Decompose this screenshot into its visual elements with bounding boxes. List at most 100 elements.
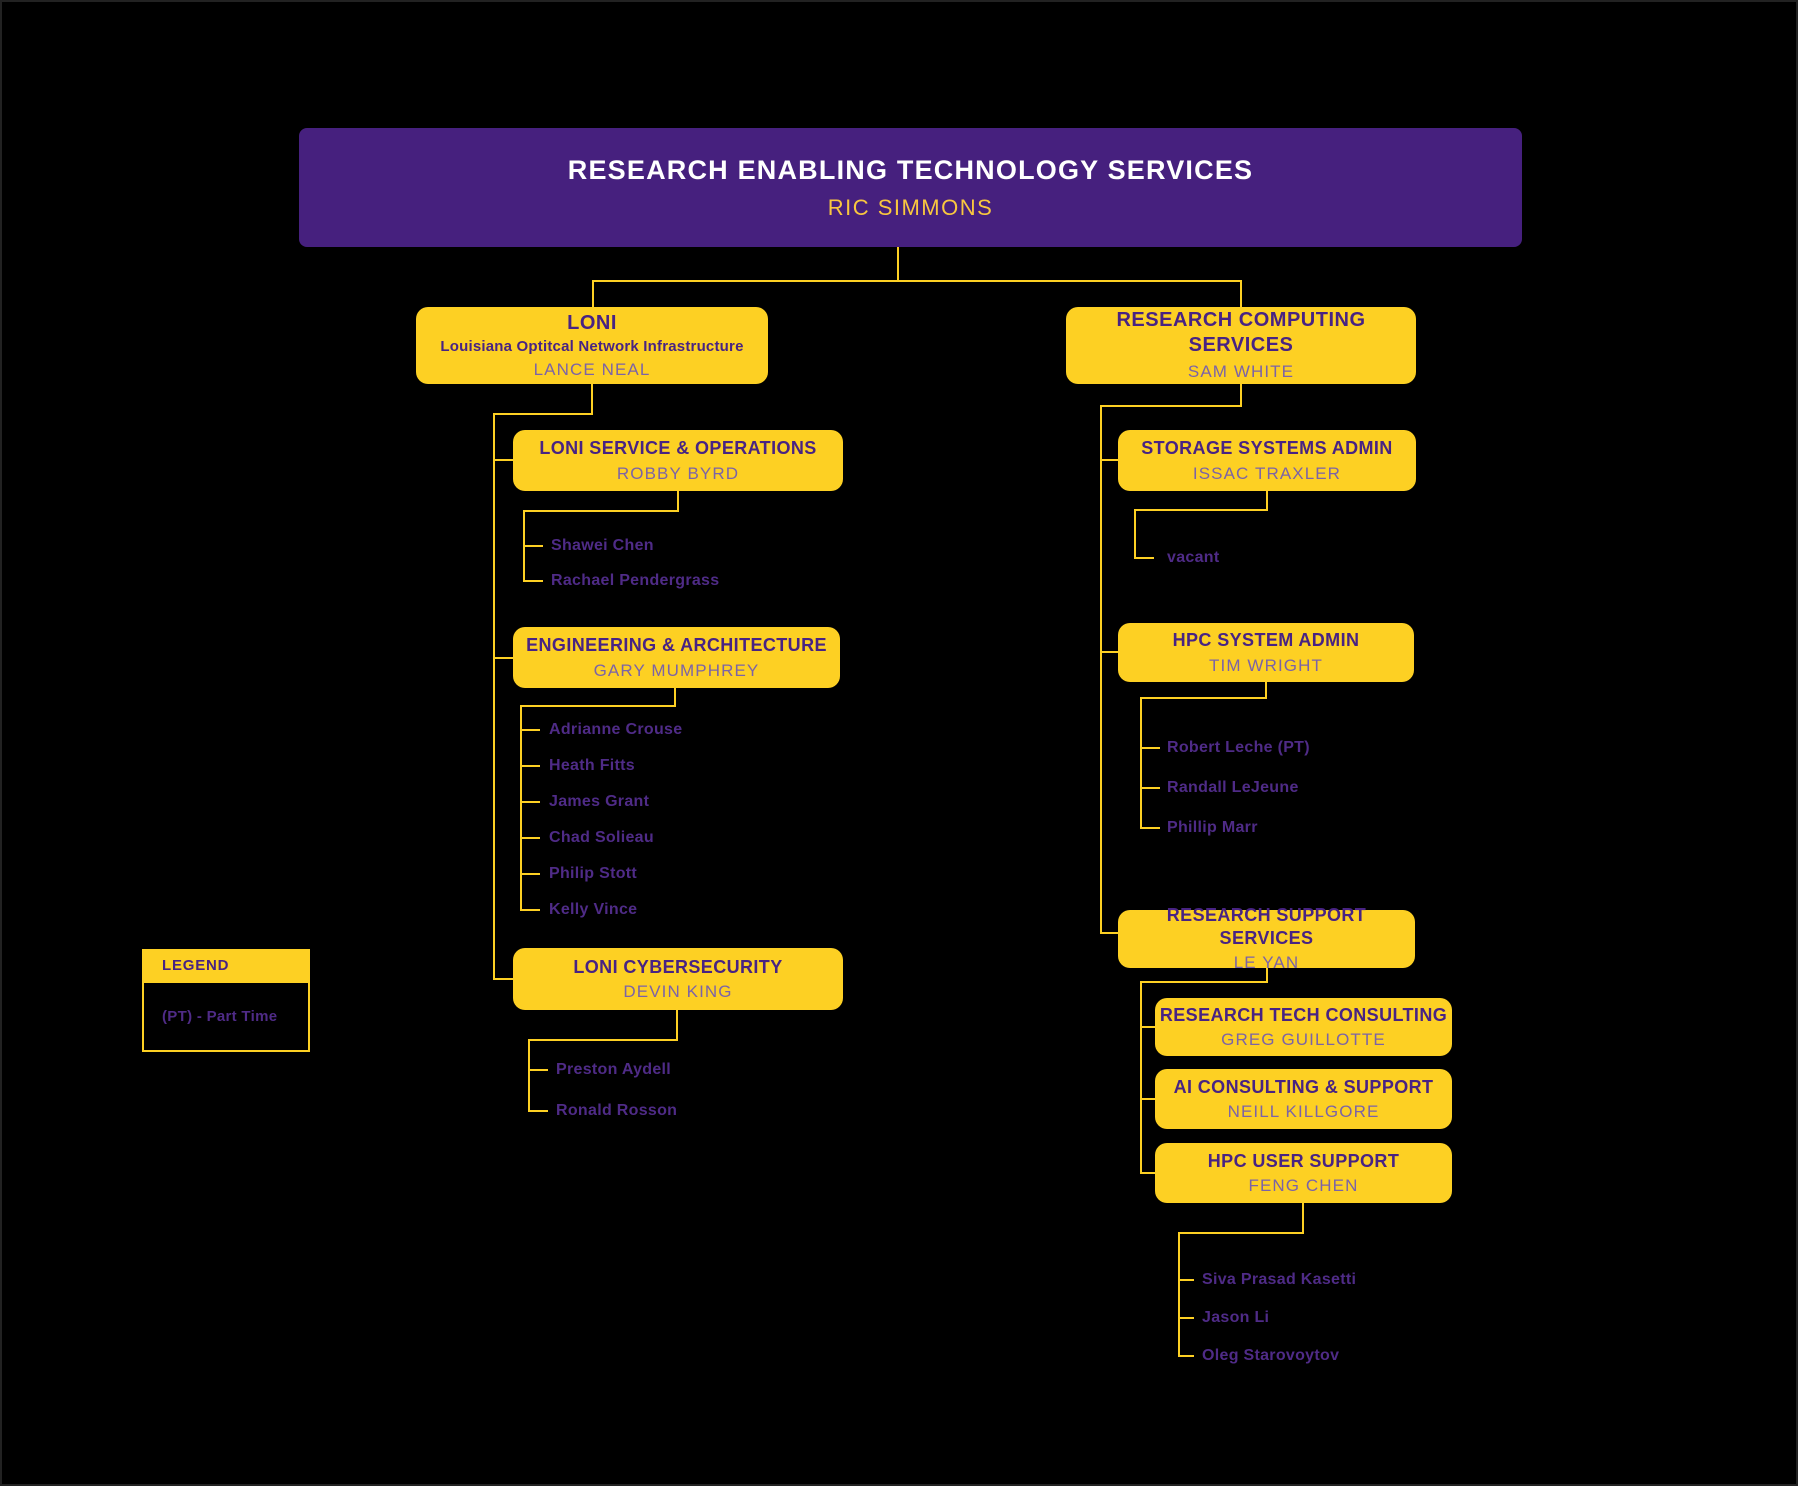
- team-title: STORAGE SYSTEMS ADMIN: [1141, 438, 1393, 459]
- member-name: Rachael Pendergrass: [551, 572, 720, 589]
- connector: [674, 688, 676, 707]
- team-manager: GREG GUILLOTTE: [1221, 1030, 1386, 1050]
- member-name: Philip Stott: [549, 865, 638, 882]
- connector: [520, 705, 522, 911]
- connector: [591, 384, 593, 415]
- team-title: ENGINEERING & ARCHITECTURE: [526, 635, 827, 656]
- member-name: Randall LeJeune: [1167, 779, 1299, 796]
- dept-box-research-computing-services: RESEARCH COMPUTING SERVICES SAM WHITE: [1066, 307, 1416, 384]
- org-box-root: RESEARCH ENABLING TECHNOLOGY SERVICES RI…: [299, 128, 1522, 247]
- team-manager: DEVIN KING: [623, 982, 733, 1002]
- dept-title: LONI: [567, 312, 617, 334]
- connector: [493, 413, 593, 415]
- connector: [1100, 405, 1242, 407]
- connector: [493, 978, 513, 980]
- team-manager: GARY MUMPHREY: [593, 660, 760, 680]
- connector: [1302, 1203, 1304, 1234]
- member-name: Robert Leche (PT): [1167, 739, 1310, 756]
- member-name: Kelly Vince: [549, 901, 638, 918]
- connector: [1134, 509, 1136, 559]
- connector: [493, 459, 513, 461]
- connector: [1266, 968, 1268, 983]
- connector: [1140, 1172, 1155, 1174]
- team-manager: FENG CHEN: [1248, 1176, 1359, 1196]
- member-name: vacant: [1167, 549, 1220, 566]
- team-title: AI CONSULTING & SUPPORT: [1173, 1076, 1434, 1097]
- connector: [493, 657, 513, 659]
- member-name: Phillip Marr: [1167, 819, 1258, 836]
- member-name: Heath Fitts: [549, 757, 635, 774]
- root-manager: RIC SIMMONS: [827, 194, 994, 220]
- team-box-hpc-user-support: HPC USER SUPPORT FENG CHEN: [1155, 1143, 1452, 1203]
- connector: [1240, 280, 1242, 307]
- connector: [1100, 651, 1118, 653]
- connector: [1178, 1232, 1304, 1234]
- connector: [1140, 787, 1160, 789]
- connector: [1178, 1232, 1180, 1357]
- team-box-loni-cybersecurity: LONI CYBERSECURITY DEVIN KING: [513, 948, 843, 1010]
- connector: [1178, 1355, 1194, 1357]
- member-name: Preston Aydell: [556, 1061, 672, 1078]
- member-name: Adrianne Crouse: [549, 721, 683, 738]
- connector: [520, 873, 540, 875]
- connector: [1140, 1026, 1155, 1028]
- connector: [1134, 557, 1154, 559]
- connector: [1178, 1317, 1194, 1319]
- dept-manager: LANCE NEAL: [533, 359, 651, 379]
- connector: [520, 801, 540, 803]
- connector: [592, 280, 594, 307]
- team-manager: ISSAC TRAXLER: [1192, 463, 1342, 483]
- connector: [677, 491, 679, 512]
- member-name: Jason Li: [1202, 1309, 1270, 1326]
- legend-body: (PT) - Part Time: [142, 981, 310, 1052]
- connector: [528, 1039, 678, 1041]
- connector: [1134, 509, 1268, 511]
- connector: [493, 413, 495, 980]
- dept-subtitle: Louisiana Optitcal Network Infrastructur…: [440, 338, 744, 355]
- root-title: RESEARCH ENABLING TECHNOLOGY SERVICES: [567, 154, 1254, 185]
- team-box-engineering-architecture: ENGINEERING & ARCHITECTURE GARY MUMPHREY: [513, 627, 840, 688]
- dept-box-loni: LONI Louisiana Optitcal Network Infrastr…: [416, 307, 768, 384]
- connector: [528, 1039, 530, 1112]
- connector: [520, 837, 540, 839]
- legend-header: LEGEND: [142, 949, 310, 981]
- connector: [523, 510, 679, 512]
- team-manager: NEILL KILLGORE: [1227, 1102, 1380, 1122]
- connector: [1140, 827, 1160, 829]
- legend-entry: (PT) - Part Time: [162, 1008, 278, 1025]
- team-title: HPC USER SUPPORT: [1207, 1150, 1400, 1171]
- connector: [520, 705, 676, 707]
- connector: [528, 1069, 548, 1071]
- team-title: HPC SYSTEM ADMIN: [1172, 630, 1360, 651]
- connector: [592, 280, 1242, 282]
- team-box-storage-systems-admin: STORAGE SYSTEMS ADMIN ISSAC TRAXLER: [1118, 430, 1416, 491]
- connector: [523, 545, 543, 547]
- team-manager: TIM WRIGHT: [1209, 655, 1323, 675]
- connector: [897, 247, 899, 281]
- member-name: Shawei Chen: [551, 537, 654, 554]
- connector: [1140, 1098, 1155, 1100]
- team-box-research-support-services: RESEARCH SUPPORT SERVICES LE YAN: [1118, 905, 1415, 972]
- connector: [1140, 697, 1142, 829]
- connector: [1140, 981, 1268, 983]
- connector: [1266, 491, 1268, 511]
- team-title: RESEARCH SUPPORT SERVICES: [1166, 905, 1367, 948]
- connector: [1100, 405, 1102, 934]
- member-name: Chad Solieau: [549, 829, 654, 846]
- connector: [1140, 697, 1267, 699]
- connector: [1178, 1279, 1194, 1281]
- team-title: LONI CYBERSECURITY: [573, 956, 783, 977]
- member-name: Ronald Rosson: [556, 1102, 678, 1119]
- team-box-loni-service-operations: LONI SERVICE & OPERATIONS ROBBY BYRD: [513, 430, 843, 491]
- connector: [528, 1110, 548, 1112]
- team-box-hpc-system-admin: HPC SYSTEM ADMIN TIM WRIGHT: [1118, 623, 1414, 682]
- team-title: LONI SERVICE & OPERATIONS: [539, 438, 817, 459]
- dept-manager: SAM WHITE: [1187, 362, 1295, 382]
- connector: [520, 729, 540, 731]
- connector: [520, 909, 540, 911]
- connector: [1100, 932, 1118, 934]
- team-manager: LE YAN: [1233, 953, 1300, 973]
- connector: [676, 1010, 678, 1041]
- dept-title: RESEARCH COMPUTING SERVICES: [1116, 309, 1366, 357]
